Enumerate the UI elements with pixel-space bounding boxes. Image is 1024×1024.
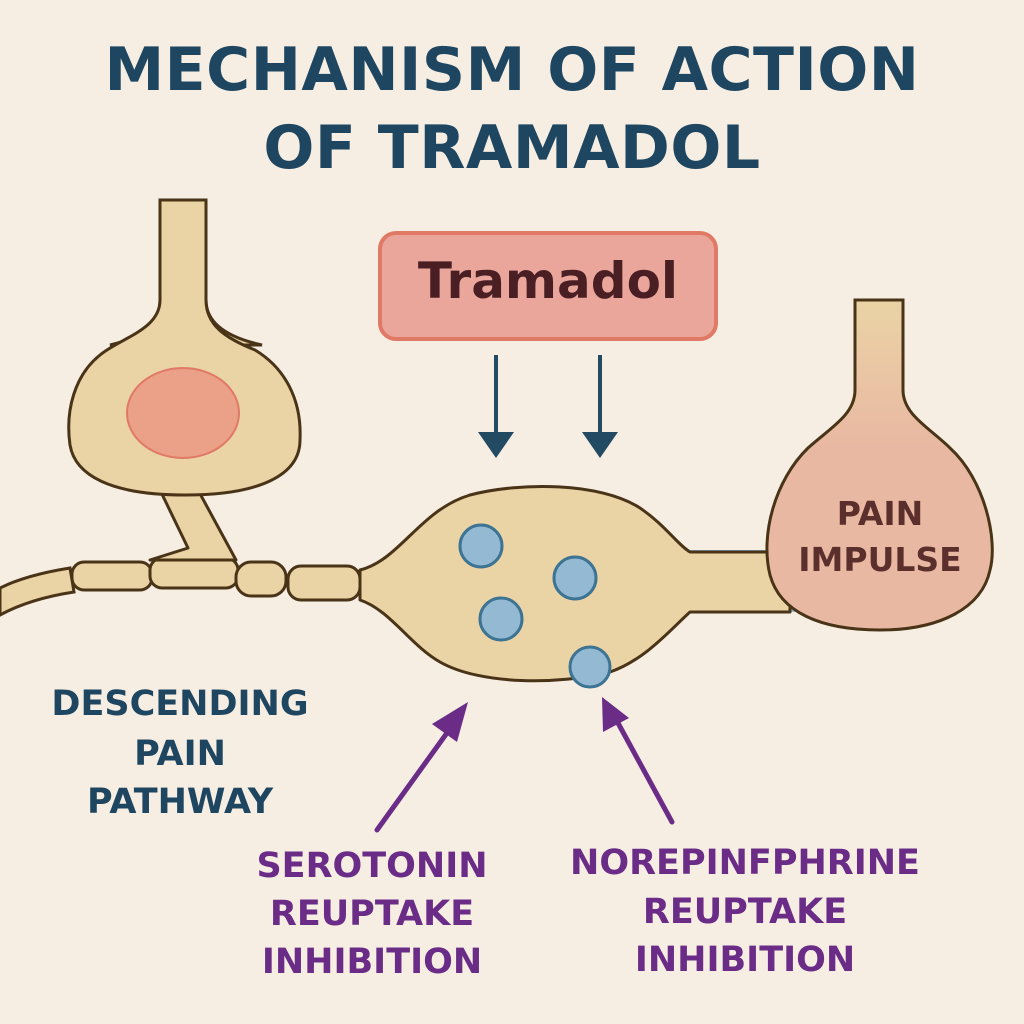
tramadol-box <box>378 231 718 341</box>
axon-segments <box>0 556 362 617</box>
serotonin-line-1: SEROTONIN <box>256 846 488 886</box>
title-line-2: OF TRAMADOL <box>263 113 761 183</box>
tramadol-arrow-left-head <box>478 432 514 458</box>
reuptake-arrows <box>374 697 675 833</box>
tramadol-label: Tramadol <box>417 252 679 310</box>
neuron-branch <box>148 488 238 562</box>
vesicle-3 <box>478 596 524 642</box>
vesicle-4 <box>568 645 612 689</box>
postsynaptic-neuron <box>765 298 994 632</box>
vesicle-1 <box>458 523 504 569</box>
serotonin-arrow <box>374 723 455 833</box>
vesicles <box>458 523 612 689</box>
serotonin-line-2: REUPTAKE <box>269 894 475 934</box>
descending-pathway-line-2: PAIN <box>134 734 226 774</box>
axon-segment-2 <box>70 560 154 592</box>
tramadol-arrows <box>478 355 618 458</box>
norepinephrine-line-2: REUPTAKE <box>642 892 848 932</box>
norepinephrine-arrow-head <box>602 697 629 732</box>
postsynaptic-body <box>765 298 994 632</box>
serotonin-arrow-head <box>432 702 468 742</box>
synaptic-terminal <box>358 484 801 689</box>
norepinephrine-line-3: INHIBITION <box>634 940 856 980</box>
norepinephrine-arrow <box>615 720 675 825</box>
norepinephrine-line-1: NOREPINFPHRINE <box>570 843 920 883</box>
descending-pathway-line-3: PATHWAY <box>86 782 274 822</box>
neuron-nucleus <box>126 367 240 459</box>
axon-segment-3 <box>148 556 240 590</box>
axon-segment-1 <box>0 566 76 617</box>
pain-impulse-line-1: PAIN <box>836 494 924 533</box>
vesicle-2 <box>552 555 598 601</box>
descending-pathway-line-1: DESCENDING <box>51 684 309 724</box>
axon-segment-5 <box>286 564 362 602</box>
upper-neuron <box>67 198 302 562</box>
pain-impulse-line-2: IMPULSE <box>798 540 962 579</box>
tramadol-arrow-right-head <box>582 432 618 458</box>
serotonin-line-3: INHIBITION <box>261 942 483 982</box>
title-line-1: MECHANISM OF ACTION <box>104 35 920 105</box>
axon-segment-4 <box>234 560 288 598</box>
